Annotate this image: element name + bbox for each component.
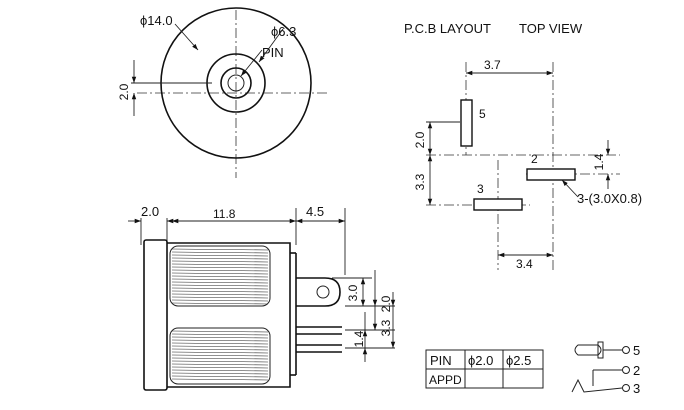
thread-line: [171, 254, 269, 257]
outer-diameter-label: ϕ14.0: [140, 13, 173, 28]
front-view: ϕ14.0 ϕ6.3 PIN 2.0: [117, 7, 330, 178]
pcb-dim-top: 3.7: [484, 58, 501, 72]
schematic-label-3: 3: [633, 381, 640, 396]
pad-label-2: 2: [531, 152, 538, 166]
pad-label-3: 3: [477, 182, 484, 196]
thread-line: [171, 333, 269, 336]
pin-circle: [227, 74, 245, 92]
pcb-dim-right: 1.4: [592, 153, 606, 170]
thread-line: [171, 263, 269, 266]
thread-line: [171, 278, 269, 281]
side-dim-v2: 2.0: [379, 295, 393, 312]
side-view: 2.0 11.8 4.5 3: [128, 204, 396, 391]
thread-line: [171, 272, 269, 275]
thread-line: [171, 372, 269, 375]
thread-line: [171, 266, 269, 269]
thread-line: [171, 275, 269, 278]
thread-line: [171, 281, 269, 284]
thread-line: [171, 284, 269, 287]
thread-line: [171, 375, 269, 378]
thread-line: [171, 299, 269, 302]
thread-line: [171, 260, 269, 263]
tab-hole: [316, 285, 330, 299]
table-header-d20: ϕ2.0: [468, 353, 493, 368]
thread-line: [171, 348, 269, 351]
schematic-label-2: 2: [633, 363, 640, 378]
front-offset-dim: 2.0: [117, 83, 131, 100]
pcb-subtitle: TOP VIEW: [519, 21, 583, 36]
pcb-dim-bottom: 3.4: [516, 257, 533, 271]
thread-line: [171, 363, 269, 366]
side-dim-tail: 4.5: [306, 204, 324, 219]
thread-line: [171, 302, 269, 305]
thread-line: [171, 378, 269, 381]
schematic-symbol: 5 2 3: [571, 341, 640, 396]
thread-line: [171, 366, 269, 369]
thread-line: [171, 369, 269, 372]
side-dim-v1: 3.0: [346, 284, 360, 301]
thread-line: [171, 251, 269, 254]
pin-table: PIN ϕ2.0 ϕ2.5 APPD: [425, 349, 544, 389]
table-header-d25: ϕ2.5: [506, 353, 531, 368]
thread-lower: [169, 327, 271, 385]
table-cell-appd: APPD: [429, 373, 462, 387]
pcb-layout: P.C.B LAYOUT TOP VIEW 3.7 2.0 3.3 1.4 3.…: [404, 21, 642, 271]
thread-upper: [169, 245, 271, 307]
thread-line: [171, 287, 269, 290]
thread-line: [171, 351, 269, 354]
pin-5-tab: [296, 277, 341, 307]
thread-line: [171, 290, 269, 293]
table-header-pin: PIN: [430, 353, 452, 368]
thread-line: [171, 357, 269, 360]
thread-line: [171, 339, 269, 342]
pcb-dim-left-lower: 3.3: [413, 173, 427, 190]
thread-line: [171, 269, 269, 272]
pad-3: [473, 198, 523, 211]
pad-label-5: 5: [479, 107, 486, 121]
pad-size-note: 3-(3.0X0.8): [577, 191, 642, 206]
pin-label: PIN: [262, 45, 284, 60]
socket-circle: [220, 67, 252, 99]
side-dim-v4: 3.3: [379, 319, 393, 336]
thread-line: [171, 296, 269, 299]
pcb-title: P.C.B LAYOUT: [404, 21, 491, 36]
pad-5: [460, 99, 473, 147]
thread-line: [171, 257, 269, 260]
flange: [143, 239, 168, 391]
thread-line: [171, 342, 269, 345]
side-dim-v3: 1.4: [352, 330, 366, 347]
pad-2: [526, 168, 576, 181]
thread-line: [171, 360, 269, 363]
thread-line: [171, 293, 269, 296]
side-dim-body: 11.8: [213, 207, 236, 221]
inner-diameter-label: ϕ6.3: [271, 24, 296, 39]
thread-line: [171, 354, 269, 357]
schematic-label-5: 5: [633, 343, 640, 358]
thread-line: [171, 336, 269, 339]
thread-line: [171, 248, 269, 251]
side-dim-flange: 2.0: [141, 204, 159, 219]
thread-line: [171, 345, 269, 348]
pcb-dim-left-upper: 2.0: [413, 131, 427, 148]
thread-line: [171, 330, 269, 333]
